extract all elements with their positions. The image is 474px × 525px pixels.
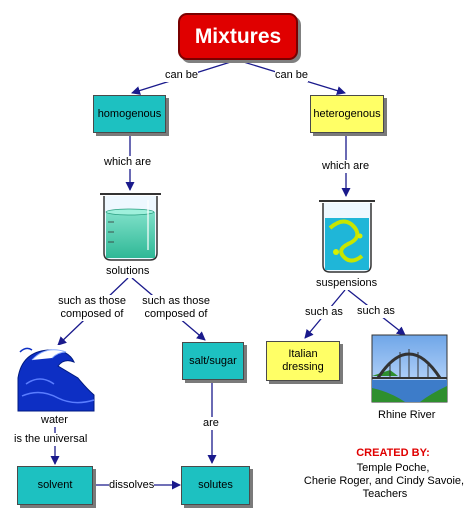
link-label-such-as-composed-left: such as those composed of xyxy=(56,295,128,321)
title-text: Mixtures xyxy=(194,24,282,48)
node-salt-sugar[interactable]: salt/sugar xyxy=(182,342,244,380)
node-water[interactable]: water xyxy=(41,414,68,427)
node-suspensions[interactable]: suspensions xyxy=(316,277,378,290)
link-label-which-are-right: which are xyxy=(322,160,370,173)
node-heterogenous-label: heterogenous xyxy=(313,107,381,120)
beaker-solution-icon xyxy=(100,193,161,261)
node-italian-dressing-label: Italian dressing xyxy=(282,348,324,373)
bridge-icon xyxy=(371,334,448,403)
credits-line-3: Teachers xyxy=(362,488,408,500)
node-salt-sugar-label: salt/sugar xyxy=(189,354,237,367)
node-rhine-river[interactable]: Rhine River xyxy=(378,409,436,422)
link-label-is-the-universal: is the universal xyxy=(14,433,88,446)
link-label-are: are xyxy=(203,417,219,430)
title-node-mixtures[interactable]: Mixtures xyxy=(178,13,298,60)
node-heterogenous[interactable]: heterogenous xyxy=(310,95,384,133)
node-solutes-label: solutes xyxy=(198,479,233,491)
link-label-which-are-left: which are xyxy=(104,156,152,169)
link-label-can-be-right: can be xyxy=(275,69,309,82)
link-label-such-as-left: such as xyxy=(305,306,343,319)
wave-icon xyxy=(17,345,95,412)
link-label-dissolves: dissolves xyxy=(109,479,155,492)
node-solvent[interactable]: solvent xyxy=(17,466,93,505)
node-solutions[interactable]: solutions xyxy=(106,265,150,278)
link-label-such-as-composed-right: such as those composed of xyxy=(140,295,212,321)
node-italian-dressing[interactable]: Italian dressing xyxy=(266,341,340,381)
node-homogenous[interactable]: homogenous xyxy=(93,95,166,133)
credits-line-2: Cherie Roger, and Cindy Savoie, xyxy=(303,475,465,487)
link-label-can-be-left: can be xyxy=(165,69,199,82)
node-homogenous-label: homogenous xyxy=(97,107,162,120)
node-solutes[interactable]: solutes xyxy=(181,466,250,505)
node-solvent-label: solvent xyxy=(37,479,73,491)
link-label-such-as-right: such as xyxy=(357,305,395,318)
credits-heading: CREATED BY: xyxy=(356,447,430,459)
credits-line-1: Temple Poche, xyxy=(356,462,430,474)
beaker-suspension-icon xyxy=(319,200,375,273)
